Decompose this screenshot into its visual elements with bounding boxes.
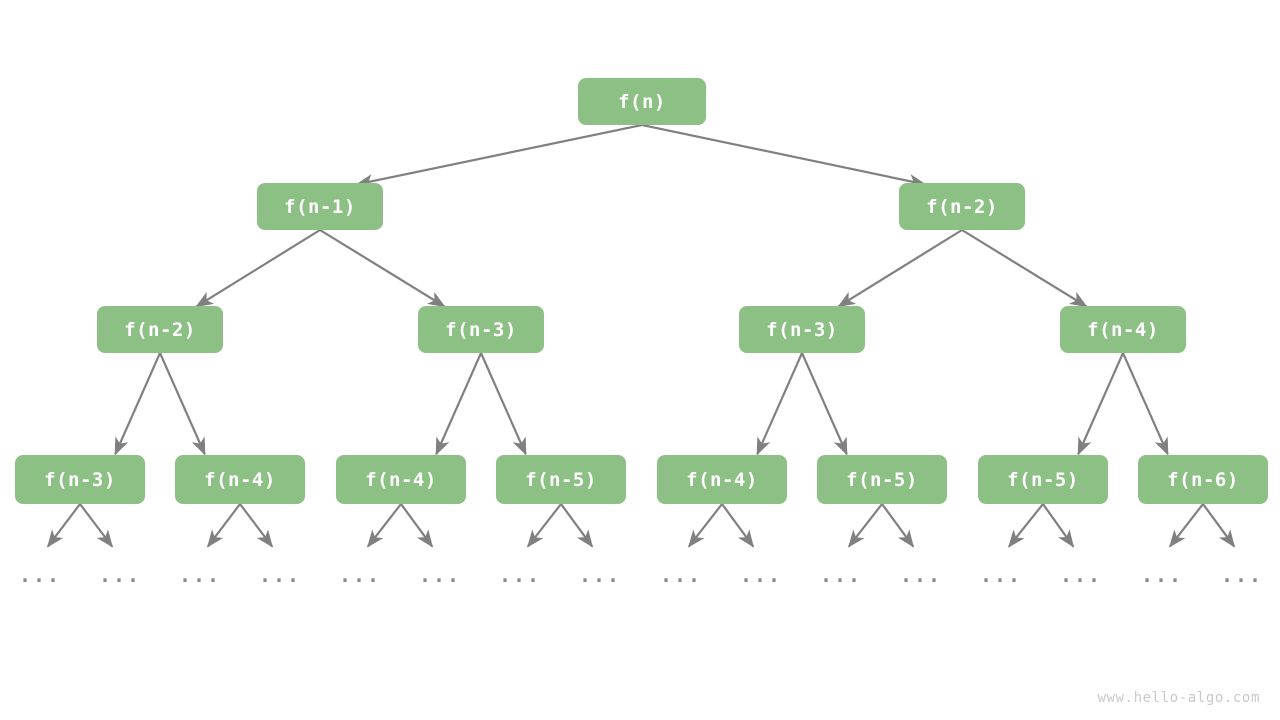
edge-L2N1-L3N2 (435, 352, 483, 456)
leaf-L3N7-E14 (1168, 503, 1204, 548)
tree-node-l0n0: f(n) (578, 78, 706, 125)
edge-L0N0-L1N1 (641, 123, 927, 188)
leaf-L3N2-E5 (400, 503, 434, 548)
tree-node-l3n0: f(n-3) (15, 455, 145, 504)
edge-L2N3-L3N7 (1121, 352, 1169, 456)
watermark: www.hello-algo.com (1097, 690, 1260, 706)
leaf-L3N4-E9 (721, 503, 755, 548)
tree-node-l2n1: f(n-3) (418, 306, 544, 353)
tree-node-l1n1: f(n-2) (899, 183, 1025, 230)
ellipsis-e0: ... (18, 563, 62, 587)
edge-L2N2-L3N4 (756, 352, 804, 456)
tree-node-l2n0: f(n-2) (97, 306, 223, 353)
ellipsis-e1: ... (98, 563, 142, 587)
leaf-L3N5-E10 (847, 503, 883, 548)
tree-node-l3n1: f(n-4) (175, 455, 305, 504)
leaf-L3N3-E7 (560, 503, 594, 548)
ellipsis-e4: ... (338, 563, 382, 587)
leaf-L3N4-E8 (687, 503, 723, 548)
ellipsis-e9: ... (739, 563, 783, 587)
leaf-L3N1-E2 (206, 503, 241, 548)
ellipsis-e7: ... (578, 563, 622, 587)
ellipsis-e13: ... (1059, 563, 1103, 587)
ellipsis-e5: ... (418, 563, 462, 587)
tree-node-l3n2: f(n-4) (336, 455, 466, 504)
leaf-L3N5-E11 (881, 503, 915, 548)
ellipsis-e6: ... (498, 563, 542, 587)
edge-L1N0-L2N1 (319, 229, 446, 308)
edge-L2N2-L3N5 (800, 352, 848, 456)
leaf-L3N2-E4 (366, 503, 402, 548)
leaf-L3N1-E3 (239, 503, 274, 548)
leaf-L3N7-E15 (1202, 503, 1236, 548)
edge-L2N0-L3N0 (114, 352, 162, 456)
ellipsis-e10: ... (819, 563, 863, 587)
ellipsis-e3: ... (258, 563, 302, 587)
ellipsis-e8: ... (659, 563, 703, 587)
edge-L2N3-L3N6 (1077, 352, 1125, 456)
tree-node-l1n0: f(n-1) (257, 183, 383, 230)
tree-node-l3n3: f(n-5) (496, 455, 626, 504)
edge-L1N0-L2N0 (195, 229, 321, 308)
ellipsis-e15: ... (1220, 563, 1264, 587)
tree-node-l3n7: f(n-6) (1138, 455, 1268, 504)
edge-L2N1-L3N3 (479, 352, 527, 456)
ellipsis-e2: ... (178, 563, 222, 587)
leaf-L3N3-E6 (526, 503, 562, 548)
leaf-L3N6-E13 (1042, 503, 1075, 548)
ellipsis-e14: ... (1140, 563, 1184, 587)
edge-L2N0-L3N1 (158, 352, 206, 456)
edge-L1N1-L2N2 (837, 229, 963, 308)
ellipsis-e11: ... (899, 563, 943, 587)
tree-node-l2n2: f(n-3) (739, 306, 865, 353)
edge-L0N0-L1N0 (355, 123, 643, 188)
tree-node-l3n4: f(n-4) (657, 455, 787, 504)
ellipsis-e12: ... (979, 563, 1023, 587)
tree-node-l3n5: f(n-5) (817, 455, 947, 504)
tree-node-l3n6: f(n-5) (978, 455, 1108, 504)
leaf-L3N0-E1 (79, 503, 114, 548)
edge-L1N1-L2N3 (961, 229, 1088, 308)
tree-node-l2n3: f(n-4) (1060, 306, 1186, 353)
leaf-L3N0-E0 (46, 503, 81, 548)
leaf-L3N6-E12 (1008, 503, 1044, 548)
